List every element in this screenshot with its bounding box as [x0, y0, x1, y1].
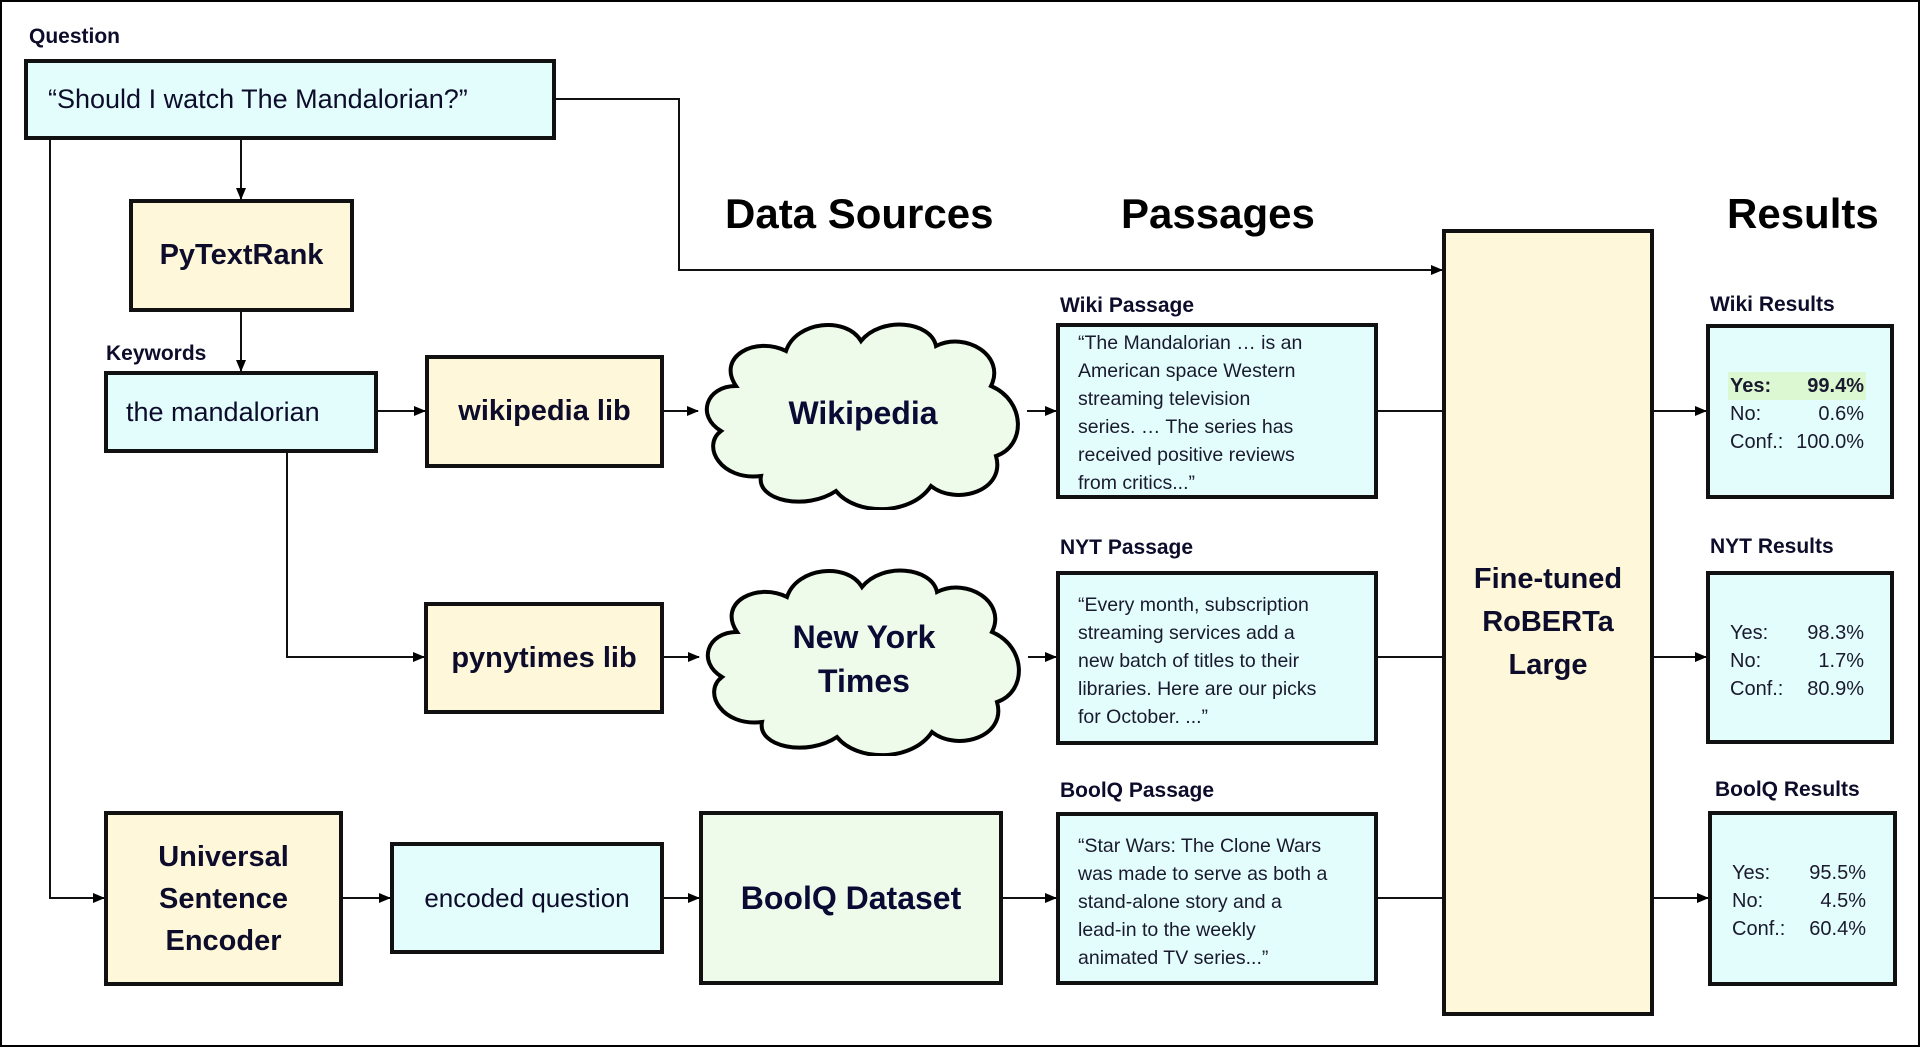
label-wiki-results: Wiki Results — [1710, 293, 1835, 316]
result-label: Yes: — [1732, 862, 1771, 884]
result-label: Conf.: — [1732, 918, 1786, 940]
result-row-no: No: 0.6% — [1728, 400, 1866, 428]
result-label: No: — [1732, 890, 1764, 912]
wiki-passage-box: “The Mandalorian … is an American space … — [1056, 323, 1378, 499]
heading-results: Results — [1727, 190, 1879, 237]
result-value: 100.0% — [1796, 431, 1864, 453]
result-value: 80.9% — [1807, 678, 1864, 700]
result-row-yes: Yes: 98.3% — [1728, 619, 1866, 647]
keywords-text: the mandalorian — [126, 396, 320, 427]
result-value: 95.5% — [1809, 862, 1866, 884]
nyt-results-box: Yes: 98.3% No: 1.7% Conf.: 80.9% — [1706, 571, 1894, 744]
nyt-cloud-line: New York — [792, 619, 936, 655]
result-row-no: No: 4.5% — [1730, 887, 1868, 915]
roberta-box: Fine-tuned RoBERTa Large — [1442, 229, 1654, 1016]
use-line: Encoder — [165, 924, 282, 957]
edge-keywords-to-pynytimes — [286, 452, 425, 662]
passage-line: “The Mandalorian … is an — [1078, 332, 1303, 354]
label-boolq-passage: BoolQ Passage — [1060, 779, 1215, 802]
boolq-dataset-text: BoolQ Dataset — [740, 879, 962, 916]
nyt-cloud-label: New York Times — [697, 562, 1031, 756]
passage-line: from critics...” — [1078, 472, 1195, 494]
result-label: No: — [1730, 403, 1762, 425]
passage-line: was made to serve as both a — [1078, 863, 1328, 885]
wikipedia-cloud: Wikipedia — [696, 316, 1030, 512]
passage-line: series. … The series has — [1078, 416, 1294, 438]
result-row-no: No: 1.7% — [1728, 647, 1866, 675]
result-value: 98.3% — [1807, 622, 1864, 644]
pynytimes-lib-box: pynytimes lib — [424, 602, 664, 714]
result-label: Conf.: — [1730, 678, 1784, 700]
passage-line: new batch of titles to their — [1078, 650, 1300, 672]
cloud-icon — [704, 322, 1020, 512]
result-value: 60.4% — [1809, 918, 1866, 940]
result-value: 99.4% — [1807, 375, 1864, 397]
nyt-cloud-line: Times — [818, 663, 910, 699]
pytextrank-box: PyTextRank — [129, 199, 354, 312]
keywords-box: the mandalorian — [104, 371, 378, 453]
result-row-yes: Yes: 95.5% — [1730, 859, 1868, 887]
nyt-cloud: New York Times — [697, 562, 1031, 758]
result-label: No: — [1730, 650, 1762, 672]
edge-question-to-roberta — [555, 98, 1443, 275]
encoded-question-text: encoded question — [424, 882, 630, 913]
result-row-conf: Conf.: 80.9% — [1728, 675, 1866, 703]
boolq-results-box: Yes: 95.5% No: 4.5% Conf.: 60.4% — [1708, 811, 1897, 986]
passage-line: for October. ...” — [1078, 706, 1209, 728]
label-nyt-passage: NYT Passage — [1060, 536, 1194, 559]
boolq-passage-box: “Star Wars: The Clone Wars was made to s… — [1056, 812, 1378, 985]
wikipedia-lib-text: wikipedia lib — [458, 395, 631, 427]
wikipedia-cloud-label: Wikipedia — [696, 316, 1030, 510]
passage-line: animated TV series...” — [1078, 947, 1269, 969]
passage-line: “Every month, subscription — [1078, 594, 1309, 616]
wiki-results-box: Yes: 99.4% No: 0.6% Conf.: 100.0% — [1706, 324, 1894, 499]
passage-line: lead-in to the weekly — [1078, 919, 1256, 941]
passage-line: streaming services add a — [1078, 622, 1295, 644]
result-value: 0.6% — [1818, 403, 1864, 425]
passage-line: libraries. Here are our picks — [1078, 678, 1317, 700]
wiki-results-table: Yes: 99.4% No: 0.6% Conf.: 100.0% — [1728, 372, 1866, 456]
use-line: Universal — [158, 840, 289, 873]
result-value: 1.7% — [1818, 650, 1864, 672]
question-text: “Should I watch The Mandalorian?” — [48, 84, 468, 114]
pytextrank-text: PyTextRank — [159, 239, 324, 271]
passage-line: stand-alone story and a — [1078, 891, 1282, 913]
passage-line: American space Western — [1078, 360, 1296, 382]
use-box: Universal Sentence Encoder — [104, 811, 343, 986]
nyt-results-table: Yes: 98.3% No: 1.7% Conf.: 80.9% — [1728, 619, 1866, 703]
encoded-question-box: encoded question — [390, 842, 664, 954]
passage-line: streaming television — [1078, 388, 1251, 410]
roberta-line: RoBERTa — [1482, 606, 1614, 638]
question-box: “Should I watch The Mandalorian?” — [24, 59, 556, 140]
label-nyt-results: NYT Results — [1710, 535, 1834, 558]
result-row-yes: Yes: 99.4% — [1728, 372, 1866, 400]
boolq-dataset-box: BoolQ Dataset — [699, 811, 1003, 985]
cloud-icon — [705, 568, 1021, 758]
label-question: Question — [29, 25, 121, 48]
wikipedia-cloud-line: Wikipedia — [788, 395, 938, 431]
roberta-line: Fine-tuned — [1473, 563, 1623, 595]
roberta-line: Large — [1508, 649, 1588, 681]
use-line: Sentence — [159, 882, 288, 915]
passage-line: “Star Wars: The Clone Wars — [1078, 835, 1322, 857]
heading-data-sources: Data Sources — [725, 190, 994, 237]
pynytimes-lib-text: pynytimes lib — [451, 641, 637, 674]
passage-line: received positive reviews — [1078, 444, 1295, 466]
edge-question-to-use — [49, 139, 105, 903]
result-row-conf: Conf.: 100.0% — [1728, 428, 1866, 456]
label-wiki-passage: Wiki Passage — [1060, 294, 1195, 317]
label-keywords: Keywords — [106, 342, 207, 365]
wikipedia-lib-box: wikipedia lib — [425, 355, 664, 468]
nyt-passage-box: “Every month, subscription streaming ser… — [1056, 571, 1378, 745]
label-boolq-results: BoolQ Results — [1715, 778, 1860, 801]
result-value: 4.5% — [1820, 890, 1866, 912]
result-label: Conf.: — [1730, 431, 1784, 453]
heading-passages: Passages — [1121, 190, 1315, 237]
result-label: Yes: — [1730, 622, 1769, 644]
result-label: Yes: — [1730, 375, 1772, 397]
boolq-results-table: Yes: 95.5% No: 4.5% Conf.: 60.4% — [1730, 859, 1868, 943]
result-row-conf: Conf.: 60.4% — [1730, 915, 1868, 943]
